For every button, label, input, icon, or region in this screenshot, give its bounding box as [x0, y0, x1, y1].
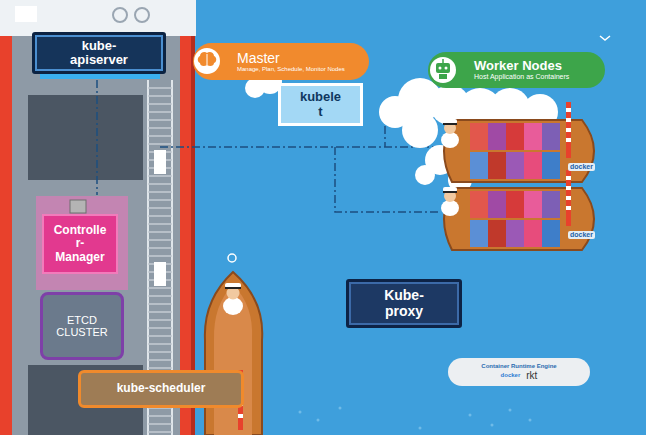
- worker-ship: [488, 123, 506, 150]
- master-ship: [36, 196, 128, 290]
- node-title: kube- apiserver: [70, 39, 128, 68]
- master-ship: [15, 6, 37, 22]
- worker-ship: [441, 170, 594, 250]
- ship-label: docker: [568, 163, 595, 171]
- fish-dots: [299, 411, 302, 414]
- master-pill: MasterManage, Plan, Schedule, Monitor No…: [193, 43, 369, 80]
- fish-dots: [509, 409, 512, 412]
- bubble: [421, 177, 428, 184]
- node-title: Kube- proxy: [384, 288, 424, 319]
- ship-label: docker: [568, 231, 595, 239]
- master-ship: [154, 262, 166, 286]
- worker-ship: [441, 132, 459, 148]
- master-ship: [28, 95, 143, 180]
- master-ship: [70, 200, 86, 213]
- worker-ship: [542, 152, 560, 179]
- small-boat: [205, 272, 262, 435]
- node-title: kube-scheduler: [117, 382, 206, 395]
- robot-icon: [430, 57, 456, 83]
- etcd-box: ETCD CLUSTER: [40, 292, 124, 360]
- kubelet-box: kubele t: [278, 83, 363, 126]
- worker-ship: [566, 108, 571, 112]
- dashed-link: [335, 147, 440, 212]
- worker-ship: [542, 123, 560, 150]
- fish-dots: [469, 414, 472, 417]
- small-boat: [205, 272, 262, 435]
- worker-ship: [506, 152, 524, 179]
- robot-icon: [430, 57, 456, 83]
- fish-dots: [299, 407, 532, 430]
- apiserver-box: kube- apiserver: [32, 32, 166, 75]
- worker-ship: [524, 152, 542, 179]
- robot-icon: [436, 63, 450, 73]
- dashed-link: [96, 80, 98, 195]
- worker-ship: [566, 102, 571, 158]
- node-text: Host Application as Containers: [474, 73, 569, 81]
- master-ship: [154, 150, 166, 174]
- dashed-link: [384, 126, 386, 147]
- brain-icon: [194, 48, 220, 74]
- bird: [600, 36, 610, 40]
- small-boat: [225, 283, 241, 288]
- master-ship: [0, 36, 12, 435]
- master-ship: [113, 8, 127, 22]
- brain-icon: [194, 48, 220, 74]
- robot-icon: [439, 67, 442, 70]
- node-title: Controlle r- Manager: [54, 224, 107, 264]
- node-title: Master: [237, 51, 280, 66]
- node-title: Container Runtime Engine: [458, 363, 580, 370]
- brain-icon: [207, 54, 208, 65]
- worker-ship: [470, 152, 488, 179]
- master-ship: [135, 8, 149, 22]
- cloud: [415, 165, 435, 185]
- master-ship: [0, 0, 196, 36]
- node-title: Worker Nodes: [474, 59, 562, 73]
- worker-ship: [443, 123, 457, 125]
- worker-ship: [524, 123, 542, 150]
- worker-ship: [566, 128, 571, 132]
- robot-icon: [439, 74, 447, 79]
- worker-ship: [441, 102, 594, 182]
- robot-icon: [445, 67, 448, 70]
- small-boat: [225, 287, 241, 289]
- runtime-pill: Container Runtime Engine docker rkt: [448, 358, 590, 386]
- node-title: ETCD CLUSTER: [56, 314, 107, 338]
- worker-pill: Worker NodesHost Application as Containe…: [428, 52, 605, 88]
- proxy-box: Kube- proxy: [346, 279, 462, 328]
- fish-dots: [419, 427, 422, 430]
- controller-box: Controlle r- Manager: [42, 214, 118, 274]
- node-title: kubele t: [300, 90, 341, 119]
- cloud: [245, 70, 558, 192]
- small-boat: [214, 285, 252, 435]
- worker-ship: [488, 152, 506, 179]
- fish-dots: [491, 424, 494, 427]
- worker-ship: [566, 118, 571, 122]
- worker-ship: [566, 138, 571, 142]
- scheduler-box: kube-scheduler: [78, 370, 244, 408]
- bird: [600, 36, 610, 40]
- worker-ship: [444, 120, 594, 182]
- node-text: docker: [501, 372, 521, 379]
- dashed-link: [160, 146, 440, 148]
- dashed-link: [97, 80, 440, 212]
- fish-dots: [317, 419, 320, 422]
- worker-ship: [506, 123, 524, 150]
- cloud: [402, 112, 438, 148]
- brain-icon: [198, 52, 217, 66]
- worker-ship: [443, 119, 457, 124]
- robot-icon: [442, 59, 444, 63]
- worker-ship: [444, 122, 456, 134]
- fish-dots: [339, 407, 342, 410]
- node-text: Manage, Plan, Schedule, Monitor Nodes: [237, 66, 345, 73]
- worker-ship: [470, 123, 488, 150]
- bubble: [228, 254, 236, 262]
- bubble: [228, 177, 428, 263]
- small-boat: [223, 297, 243, 315]
- small-boat: [238, 414, 243, 418]
- fish-dots: [529, 419, 532, 422]
- node-text: rkt: [526, 370, 537, 381]
